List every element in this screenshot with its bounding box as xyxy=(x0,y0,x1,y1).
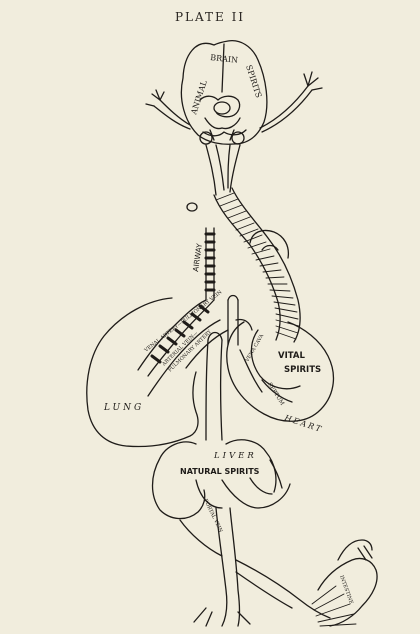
label-brain: BRAIN xyxy=(210,53,239,65)
label-lung: LUNG xyxy=(103,403,144,413)
label-spirits-heart: SPIRITS xyxy=(284,365,321,375)
carotid-arteries xyxy=(206,145,240,195)
label-vital: VITAL xyxy=(278,351,305,361)
label-vena-cava: VENA CAVA xyxy=(244,333,265,364)
cranial-nerves xyxy=(146,72,322,132)
label-septum: SEPTUM xyxy=(266,382,285,407)
label-animal: ANIMAL xyxy=(189,79,209,117)
vena-cava xyxy=(206,333,222,441)
portal-vein xyxy=(180,508,330,626)
label-airway: AIRWAY xyxy=(191,243,204,273)
label-intestine: INTESTINE xyxy=(338,575,354,606)
label-spirits-brain: SPIRITS xyxy=(244,64,263,99)
aortic-trunk xyxy=(187,188,300,342)
label-heart: HEART xyxy=(282,413,324,434)
label-liver: LIVER xyxy=(213,451,257,461)
label-natural-spirits: NATURAL SPIRITS xyxy=(180,467,260,476)
label-portal-vein: PORTAL VEIN xyxy=(202,498,224,534)
